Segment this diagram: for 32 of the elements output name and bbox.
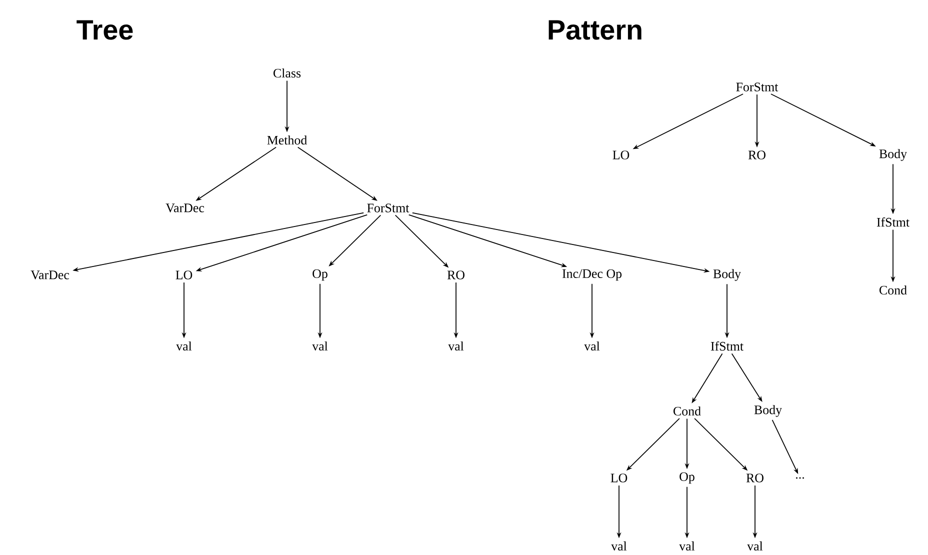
- heading: Tree: [76, 20, 133, 40]
- tree-node-label: LO: [612, 150, 630, 160]
- tree-node-label: ForStmt: [367, 204, 410, 212]
- tree-node-label: Op: [680, 472, 694, 484]
- tree-node-label: ForStmt: [736, 82, 778, 92]
- tree-node-label: val: [584, 341, 600, 351]
- tree-node-label: RO: [746, 474, 764, 482]
- tree-node-label: Class: [274, 68, 301, 78]
- tree-node-label: RO: [447, 270, 464, 280]
- tree-node-label: RO: [748, 150, 766, 160]
- tree-node-label: val: [611, 541, 627, 551]
- tree-node-label: VarDec: [166, 204, 204, 212]
- heading: Pattern: [548, 20, 642, 40]
- tree-node-label: val: [747, 541, 763, 551]
- tree-node-label: Cond: [674, 406, 701, 416]
- tree-node-label: LO: [176, 270, 192, 280]
- tree-node-label: VarDec: [30, 270, 70, 280]
- tree-node-label: val: [312, 341, 328, 351]
- tree-node-label: IfStmt: [710, 341, 744, 351]
- tree-node-label: Body: [879, 149, 907, 161]
- tree-node-label: val: [176, 341, 192, 351]
- tree-node-label: ...: [796, 477, 804, 479]
- tree-node-label: Op: [312, 269, 328, 281]
- tree-node-label: Body: [713, 269, 741, 281]
- tree-node-label: val: [679, 541, 695, 551]
- tree-node-label: Cond: [880, 285, 907, 295]
- tree-node-label: IfStmt: [876, 217, 910, 227]
- tree-node-label: LO: [610, 474, 628, 482]
- tree-node-label: val: [448, 341, 464, 351]
- tree-node-label: Body: [754, 405, 782, 417]
- tree-node-label: Inc/Dec Op: [562, 269, 622, 281]
- tree-node-label: Method: [267, 135, 307, 145]
